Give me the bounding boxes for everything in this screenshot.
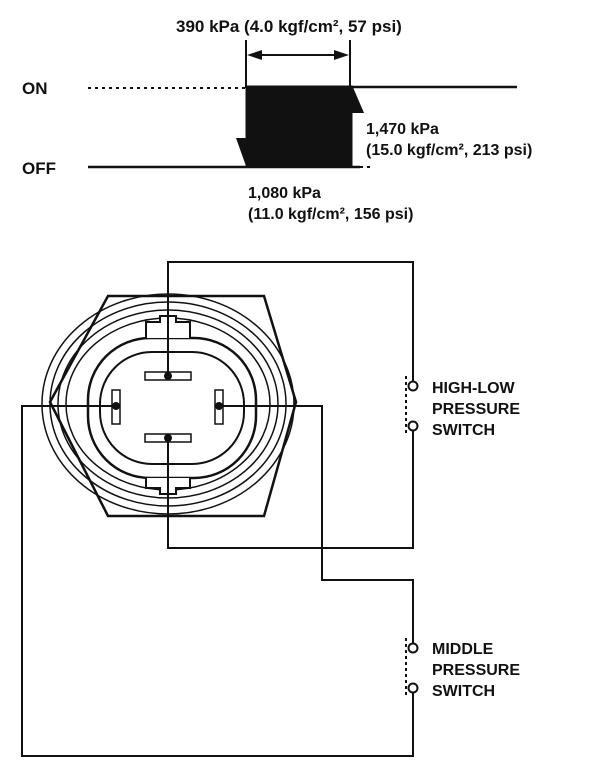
high-low-switch-symbol <box>405 376 419 434</box>
middle-switch-label-3: SWITCH <box>432 683 495 700</box>
middle-switch-label-1: MIDDLE <box>432 641 494 658</box>
wire-middle-right <box>219 405 414 645</box>
hysteresis-chart <box>88 40 517 169</box>
connector-housing-inner <box>99 351 245 465</box>
middle-contact-bottom <box>407 682 419 694</box>
hysteresis-block <box>245 85 353 168</box>
wiring <box>21 261 414 757</box>
middle-switch-symbol <box>405 638 419 696</box>
wire-high-low-bottom <box>167 428 414 549</box>
high-low-contact-top <box>407 380 419 392</box>
dim-arrow-right <box>334 50 349 60</box>
falling-arrow <box>236 138 257 166</box>
middle-switch-label-2: PRESSURE <box>432 662 520 679</box>
on-pressure-label: 1,470 kPa <box>366 121 439 138</box>
high-low-switch-label-2: PRESSURE <box>432 401 520 418</box>
on-label: ON <box>22 79 48 98</box>
off-label: OFF <box>22 159 56 178</box>
high-low-contact-bottom <box>407 420 419 432</box>
high-low-switch-label-3: SWITCH <box>432 422 495 439</box>
on-pressure-sub-label: (15.0 kgf/cm², 213 psi) <box>366 142 532 159</box>
off-pressure-sub-label: (11.0 kgf/cm², 156 psi) <box>248 206 413 223</box>
differential-label: 390 kPa (4.0 kgf/cm², 57 psi) <box>176 17 402 36</box>
high-low-switch-label-1: HIGH-LOW <box>432 380 516 397</box>
middle-contact-top <box>407 642 419 654</box>
wire-high-low-top <box>167 261 414 382</box>
rising-arrow <box>342 85 364 113</box>
off-pressure-label: 1,080 kPa <box>248 185 321 202</box>
wire-middle-left <box>21 405 414 757</box>
dim-arrow-left <box>247 50 262 60</box>
